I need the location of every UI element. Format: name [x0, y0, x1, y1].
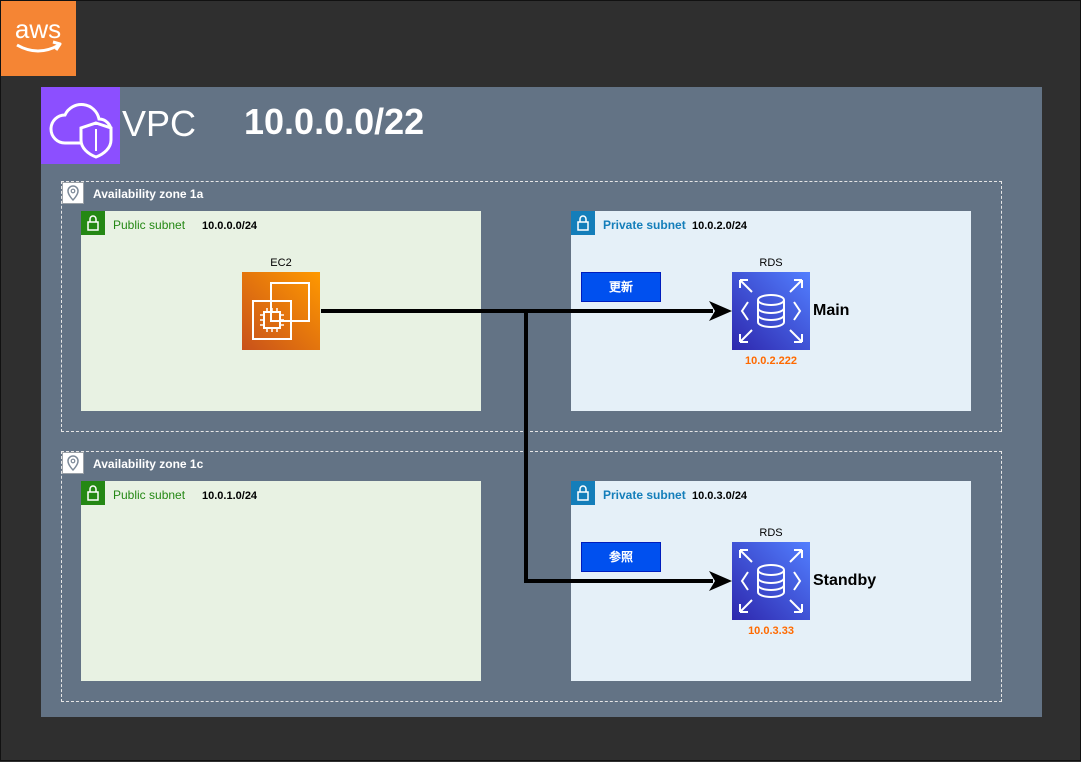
subnet-cidr: 10.0.1.0/24 [202, 490, 258, 502]
location-pin-icon [62, 452, 84, 474]
rds-main-name: Main [813, 302, 850, 319]
vpc-label: VPC [122, 103, 197, 144]
rds-main-icon [732, 272, 810, 350]
ec2-to-rds-standby-connector [524, 311, 713, 583]
vpc-cidr: 10.0.0.0/22 [244, 101, 425, 142]
public-subnet-1c: Public subnet 10.0.1.0/24 [81, 481, 481, 681]
subnet-label: Private subnet [603, 488, 686, 502]
arrowhead-standby [709, 571, 732, 591]
subnet-cidr: 10.0.0.0/24 [202, 220, 258, 232]
aws-logo-icon: aws [1, 1, 76, 76]
rds-standby-name: Standby [813, 572, 877, 589]
lock-icon [571, 211, 595, 235]
rds-standby-ip: 10.0.3.33 [748, 625, 794, 637]
aws-logo-graphic: aws [15, 14, 62, 53]
location-pin-icon [62, 182, 84, 204]
az-label: Availability zone 1c [93, 457, 204, 471]
arrowhead-main [709, 301, 732, 321]
rds-main-caption: RDS [759, 257, 783, 269]
update-tag: 更新 [581, 272, 661, 302]
ec2-caption: EC2 [270, 257, 292, 269]
subnet-label: Public subnet [113, 218, 186, 232]
subnet-cidr: 10.0.3.0/24 [692, 490, 748, 502]
lock-icon [571, 481, 595, 505]
vpc-icon [41, 87, 120, 164]
lock-icon [81, 211, 105, 235]
reference-tag: 参照 [581, 542, 661, 572]
az-label: Availability zone 1a [93, 187, 204, 201]
subnet-label: Public subnet [113, 488, 186, 502]
rds-main-ip: 10.0.2.222 [745, 355, 797, 367]
subnet-cidr: 10.0.2.0/24 [692, 220, 748, 232]
subnet-label: Private subnet [603, 218, 686, 232]
rds-standby-caption: RDS [759, 527, 783, 539]
aws-logo-text: aws [15, 14, 61, 44]
lock-icon [81, 481, 105, 505]
rds-standby-icon [732, 542, 810, 620]
ec2-icon [242, 272, 320, 350]
